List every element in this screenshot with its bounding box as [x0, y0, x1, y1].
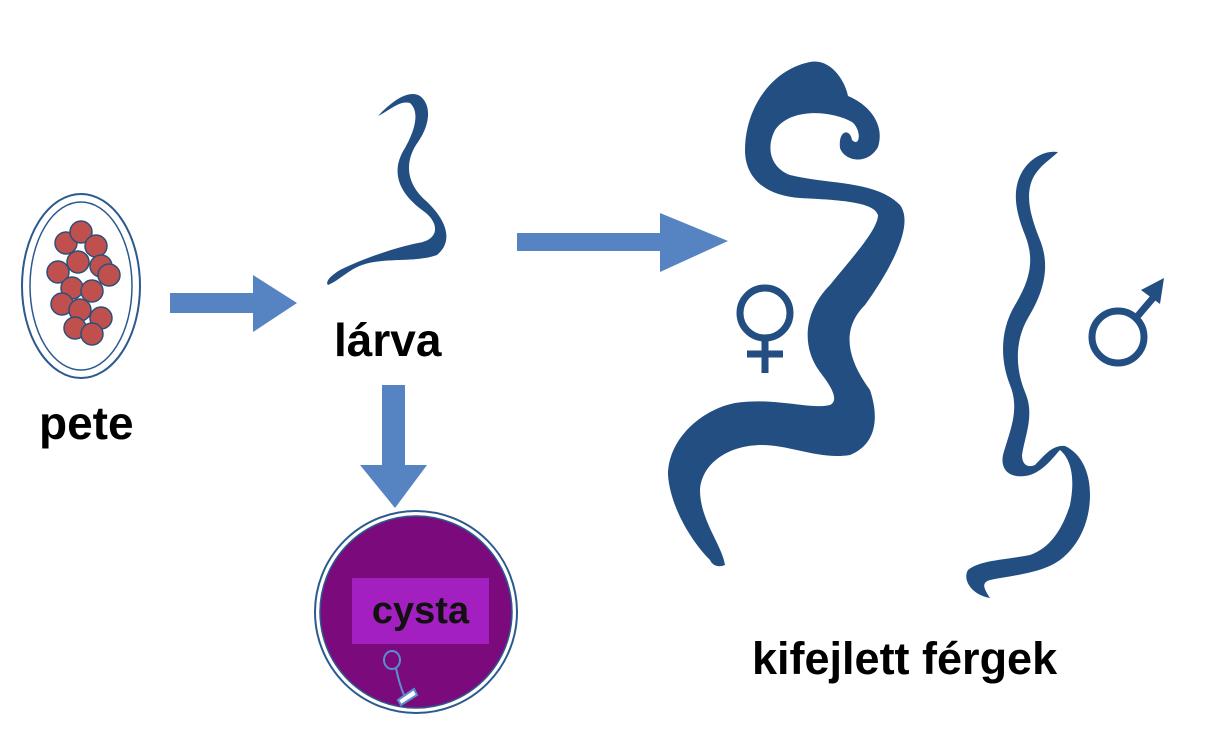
male-symbol-icon	[1088, 278, 1164, 367]
male-worm	[966, 151, 1090, 599]
larva-label: lárva	[334, 314, 442, 366]
egg-label: pete	[39, 397, 134, 449]
egg-cell	[80, 279, 104, 303]
arrow-larva-to-cyst	[360, 385, 427, 508]
egg-cell	[84, 234, 108, 258]
larva-worm	[327, 94, 447, 285]
egg-cell	[69, 220, 93, 244]
female-symbol-icon	[736, 284, 794, 373]
egg-cell	[66, 250, 90, 274]
egg-cell	[80, 322, 104, 346]
cyst-label: cysta	[352, 578, 489, 644]
arrow-egg-to-larva	[170, 275, 297, 332]
arrow-larva-to-adults	[517, 213, 728, 272]
encysted-larva-icon	[383, 650, 419, 707]
egg	[21, 193, 141, 379]
egg-cells	[46, 220, 121, 346]
female-worm	[668, 61, 905, 567]
egg-cell	[97, 263, 121, 287]
adult-worms-label: kifejlett férgek	[752, 633, 1058, 684]
egg-cell	[46, 260, 70, 284]
